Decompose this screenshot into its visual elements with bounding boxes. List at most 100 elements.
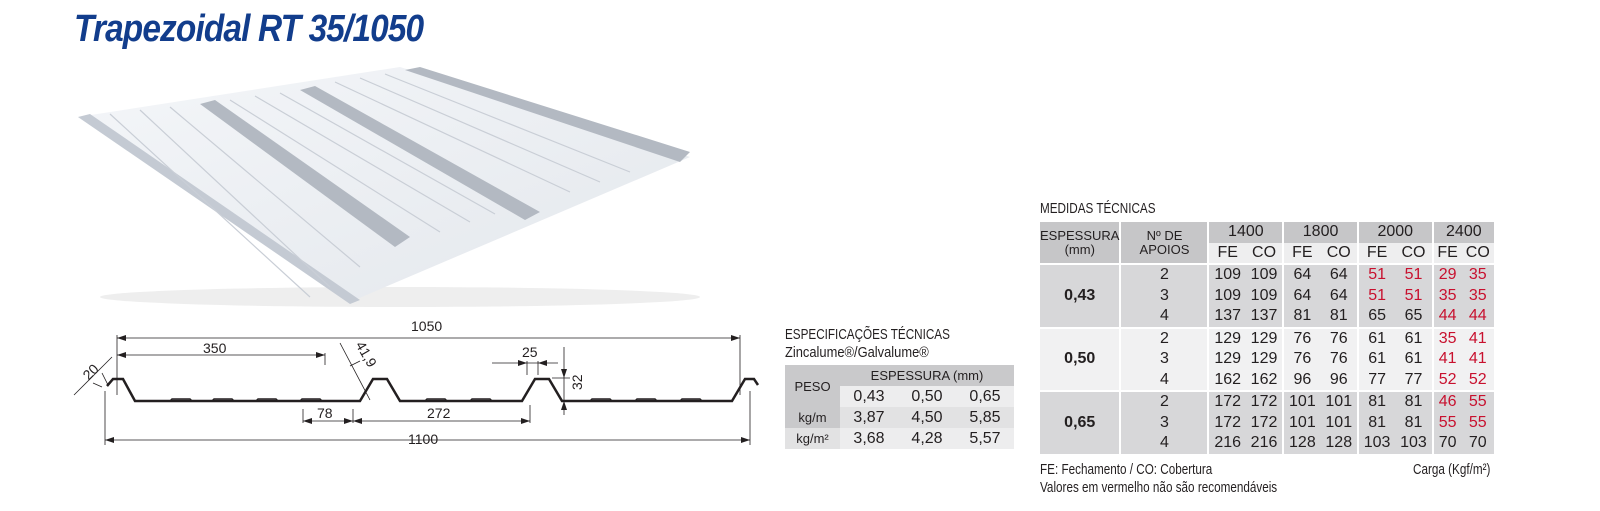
table-legend: FE: Fechamento / CO: Cobertura Valores e… bbox=[1040, 461, 1344, 497]
load-table: ESPESSURA (mm) Nº DE APOIOS 1400 1800 20… bbox=[1040, 222, 1494, 454]
load-value-cell: 51 bbox=[1357, 285, 1396, 306]
load-value-cell: 35 bbox=[1432, 326, 1462, 349]
load-value-cell: 51 bbox=[1357, 263, 1396, 286]
load-value-cell: 128 bbox=[1283, 433, 1321, 454]
span-header: 2000 bbox=[1357, 222, 1434, 243]
load-value-cell: 96 bbox=[1320, 369, 1359, 391]
load-value-cell: 35 bbox=[1461, 285, 1494, 306]
load-value-cell: 101 bbox=[1320, 390, 1359, 413]
load-value-cell: 44 bbox=[1432, 306, 1462, 328]
load-value-cell: 70 bbox=[1432, 433, 1462, 454]
load-value-cell: 76 bbox=[1283, 349, 1321, 370]
legend-abbreviations: FE: Fechamento / CO: Cobertura bbox=[1040, 461, 1213, 478]
load-value-cell: 44 bbox=[1461, 306, 1494, 328]
load-value-cell: 101 bbox=[1283, 390, 1321, 413]
table-row: kg/m² 3,68 4,28 5,57 bbox=[785, 428, 1014, 449]
thickness-column-unit: (mm) bbox=[1064, 241, 1095, 257]
load-value-cell: 137 bbox=[1245, 306, 1285, 328]
load-value-cell: 77 bbox=[1395, 369, 1434, 391]
load-value-cell: 109 bbox=[1208, 285, 1246, 306]
load-value-cell: 101 bbox=[1283, 412, 1321, 433]
thickness-cell: 0,65 bbox=[1040, 390, 1122, 454]
load-value-cell: 162 bbox=[1208, 369, 1246, 391]
load-value-cell: 64 bbox=[1283, 285, 1321, 306]
thickness-header: ESPESSURA (mm) bbox=[840, 365, 1014, 386]
weight-label: PESO bbox=[785, 365, 840, 407]
load-value-cell: 76 bbox=[1320, 326, 1359, 349]
load-value-cell: 81 bbox=[1357, 390, 1396, 413]
load-value-cell: 81 bbox=[1357, 412, 1396, 433]
load-unit-label: Carga (Kgf/m²) bbox=[1413, 461, 1491, 478]
thickness-column-header: ESPESSURA (mm) bbox=[1040, 222, 1122, 264]
supports-cell: 3 bbox=[1120, 349, 1210, 370]
load-value-cell: 109 bbox=[1208, 263, 1246, 286]
load-value-cell: 129 bbox=[1245, 349, 1285, 370]
table-row: kg/m 3,87 4,50 5,85 bbox=[785, 407, 1014, 428]
dim-web-length: 41,9 bbox=[353, 338, 381, 370]
sub-header-fe: FE bbox=[1357, 242, 1396, 264]
sub-header-fe: FE bbox=[1283, 242, 1321, 264]
sub-header-co: CO bbox=[1320, 242, 1359, 264]
load-value-cell: 216 bbox=[1208, 433, 1246, 454]
supports-cell: 3 bbox=[1120, 285, 1210, 306]
weight-table: PESO ESPESSURA (mm) 0,43 0,50 0,65 kg/m … bbox=[785, 365, 1014, 449]
load-value-cell: 61 bbox=[1357, 349, 1396, 370]
dim-total-width: 1100 bbox=[408, 431, 438, 447]
supports-cell: 3 bbox=[1120, 412, 1210, 433]
thickness-value: 0,65 bbox=[956, 386, 1014, 407]
span-header: 2400 bbox=[1432, 222, 1494, 243]
load-value-cell: 41 bbox=[1461, 349, 1494, 370]
unit-label: kg/m bbox=[785, 407, 840, 428]
supports-column-header: Nº DE APOIOS bbox=[1120, 222, 1210, 264]
load-value-cell: 101 bbox=[1320, 412, 1359, 433]
sub-header-co: CO bbox=[1245, 242, 1285, 264]
unit-label: kg/m² bbox=[785, 428, 840, 449]
load-value-cell: 64 bbox=[1283, 263, 1321, 286]
thickness-cell: 0,43 bbox=[1040, 263, 1122, 328]
load-value-cell: 35 bbox=[1432, 285, 1462, 306]
load-value-cell: 172 bbox=[1208, 412, 1246, 433]
load-value-cell: 128 bbox=[1320, 433, 1359, 454]
corrugated-roof-sheet-image bbox=[78, 67, 700, 307]
load-value-cell: 81 bbox=[1395, 412, 1434, 433]
span-header: 1400 bbox=[1208, 222, 1285, 243]
sub-header-co: CO bbox=[1395, 242, 1434, 264]
specs-heading: ESPECIFICAÇÕES TÉCNICAS bbox=[785, 326, 950, 343]
load-value-cell: 41 bbox=[1461, 326, 1494, 349]
load-value-cell: 109 bbox=[1245, 285, 1285, 306]
sub-header-co: CO bbox=[1461, 242, 1494, 264]
load-value-cell: 46 bbox=[1432, 390, 1462, 413]
load-value-cell: 81 bbox=[1283, 306, 1321, 328]
load-value-cell: 103 bbox=[1395, 433, 1434, 454]
dim-valley-width: 272 bbox=[427, 405, 451, 421]
specs-material: Zincalume®/Galvalume® bbox=[785, 344, 929, 361]
weight-value: 3,87 bbox=[840, 407, 898, 428]
weight-value: 4,50 bbox=[898, 407, 956, 428]
load-value-cell: 76 bbox=[1320, 349, 1359, 370]
weight-value: 5,57 bbox=[956, 428, 1014, 449]
supports-cell: 2 bbox=[1120, 263, 1210, 286]
load-value-cell: 51 bbox=[1395, 263, 1434, 286]
load-value-cell: 162 bbox=[1245, 369, 1285, 391]
thickness-value: 0,50 bbox=[898, 386, 956, 407]
load-value-cell: 172 bbox=[1245, 412, 1285, 433]
load-value-cell: 172 bbox=[1208, 390, 1246, 413]
load-value-cell: 129 bbox=[1245, 326, 1285, 349]
thickness-value: 0,43 bbox=[840, 386, 898, 407]
load-value-cell: 81 bbox=[1320, 306, 1359, 328]
dim-rib-base: 78 bbox=[317, 405, 333, 421]
technical-specifications: ESPECIFICAÇÕES TÉCNICAS Zincalume®/Galva… bbox=[785, 326, 1015, 449]
load-value-cell: 52 bbox=[1461, 369, 1494, 391]
load-value-cell: 52 bbox=[1432, 369, 1462, 391]
supports-cell: 4 bbox=[1120, 369, 1210, 391]
load-value-cell: 61 bbox=[1357, 326, 1396, 349]
load-value-cell: 65 bbox=[1395, 306, 1434, 328]
load-value-cell: 129 bbox=[1208, 326, 1246, 349]
load-value-cell: 61 bbox=[1395, 349, 1434, 370]
